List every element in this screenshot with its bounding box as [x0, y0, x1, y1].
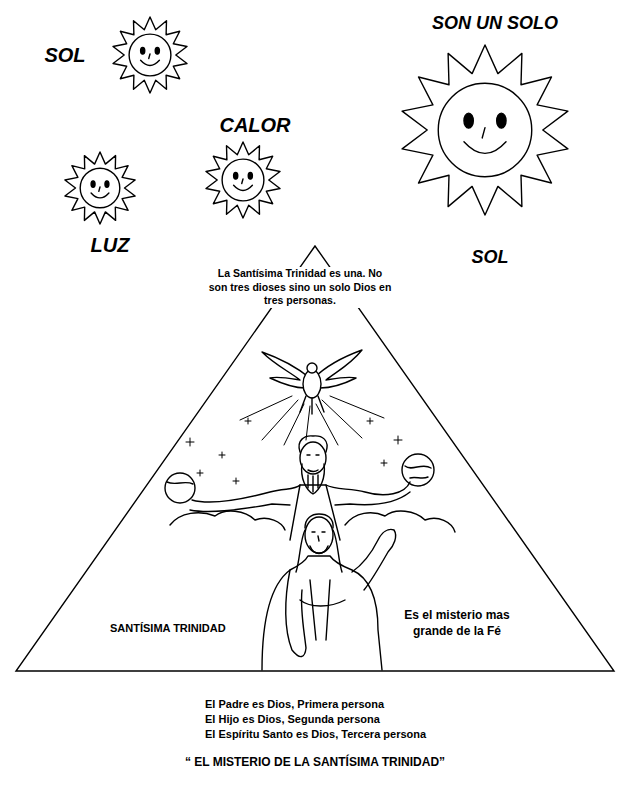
sun-drawing: [65, 152, 135, 224]
sun-drawing: [113, 17, 187, 93]
sun-word: SOL: [450, 246, 530, 269]
trinity-text: La Santísima Trinidad es una. No son tre…: [208, 267, 392, 308]
caption: “ EL MISTERIO DE LA SANTÍSIMA TRINIDAD”: [90, 755, 540, 771]
person-line: El Espíritu Santo es Dios, Tercera perso…: [205, 727, 535, 741]
sun-word: CALOR: [200, 112, 310, 138]
triangle-outline: [15, 245, 615, 672]
sun-word: SOL: [30, 42, 100, 68]
person-line: El Hijo es Dios, Segunda persona: [205, 712, 535, 726]
trinity-triangle: La Santísima Trinidad es una. No son tre…: [15, 245, 615, 672]
jesus-figure: [262, 514, 396, 670]
sun-drawing: [206, 142, 280, 218]
person-line: El Padre es Dios, Primera persona: [205, 697, 535, 711]
sun-word: SON UN SOLO: [405, 12, 585, 35]
dove: [262, 350, 362, 414]
trinity-text: Es el misterio mas grande de la Fé: [387, 608, 527, 639]
globes: [165, 454, 434, 503]
sun-drawings: [65, 17, 568, 224]
sun-word: LUZ: [70, 232, 150, 258]
light-rays: [240, 396, 384, 445]
stars: [186, 418, 423, 486]
sun-drawing: [402, 45, 568, 215]
trinity-text: SANTÍSIMA TRINIDAD: [110, 621, 250, 635]
